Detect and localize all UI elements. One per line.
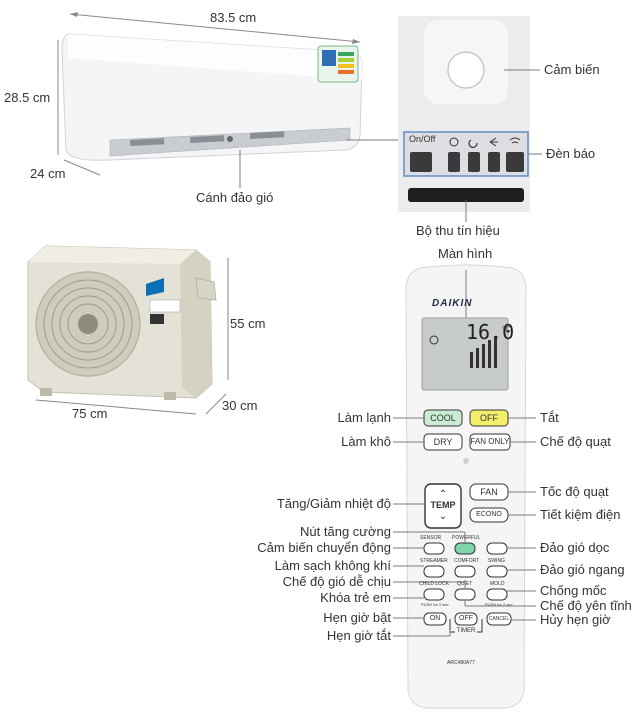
panel-onoff-text: On/Off bbox=[409, 134, 436, 144]
temp-button-frame bbox=[424, 483, 462, 529]
comfort-button[interactable] bbox=[455, 566, 475, 577]
powerful-btn-caption: POWERFUL bbox=[452, 535, 481, 541]
motion-sensor-label: Cảm biến chuyển động bbox=[257, 540, 391, 555]
temp-label: Tăng/Giảm nhiệt độ bbox=[276, 496, 391, 511]
comfort-label: Chế độ gió dễ chịu bbox=[282, 574, 391, 589]
cool-label: Làm lạnh bbox=[337, 410, 391, 425]
indoor-depth-label: 24 cm bbox=[30, 166, 66, 181]
remote-body bbox=[405, 264, 527, 709]
timer-on-label: Hẹn giờ bật bbox=[323, 610, 391, 625]
outdoor-depth-dim-line bbox=[205, 393, 227, 415]
fan-speed-label: Tốc độ quạt bbox=[540, 484, 609, 499]
mold-button[interactable] bbox=[487, 589, 507, 600]
temp-down-icon: ⌄ bbox=[438, 511, 448, 522]
quiet-button[interactable] bbox=[455, 589, 475, 600]
mold-label: Chống mốc bbox=[540, 583, 607, 598]
timer-off-button[interactable]: OFF bbox=[459, 615, 473, 622]
mold-btn-caption: MOLD bbox=[490, 581, 505, 587]
timer-off-label: Hẹn giờ tắt bbox=[326, 628, 391, 643]
streamer-btn-caption: STREAMER bbox=[420, 558, 448, 564]
fan-button[interactable]: FAN bbox=[480, 487, 498, 497]
outdoor-depth-label: 30 cm bbox=[222, 398, 258, 413]
outdoor-height-label: 55 cm bbox=[230, 316, 266, 331]
streamer-button[interactable] bbox=[424, 566, 444, 577]
indoor-width-dim-line bbox=[69, 13, 361, 43]
receiver-window bbox=[408, 188, 524, 202]
sensor-btn-caption: SENSOR bbox=[420, 535, 442, 541]
outdoor-width-dim-line bbox=[35, 399, 197, 415]
temp-up-icon: ⌃ bbox=[438, 489, 448, 500]
sensor-panel bbox=[398, 16, 542, 222]
child-lock-btn-caption: CHILD LOCK bbox=[419, 581, 450, 587]
push-2sec-caption-b: PUSH for 2 sec bbox=[485, 602, 513, 607]
remote-model: ARC480A77 bbox=[447, 660, 475, 666]
receiver-label: Bộ thu tín hiệu bbox=[416, 223, 500, 238]
air-clean-label: Làm sạch không khí bbox=[274, 558, 391, 573]
vertical-swing-button[interactable] bbox=[487, 543, 507, 554]
dry-label: Làm khô bbox=[341, 434, 391, 449]
quiet-label: Chế độ yên tĩnh bbox=[540, 598, 632, 613]
off-label: Tắt bbox=[540, 410, 559, 425]
outdoor-unit bbox=[27, 245, 229, 415]
timer-cancel-button[interactable]: CANCEL bbox=[488, 616, 510, 622]
indoor-height-label: 28.5 cm bbox=[4, 90, 51, 105]
remote-screen bbox=[421, 317, 509, 391]
sensor-label: Cảm biến bbox=[544, 62, 600, 77]
fan-only-button[interactable]: FAN ONLY bbox=[470, 437, 510, 446]
louver-label: Cánh đảo gió bbox=[196, 190, 274, 205]
horizontal-swing-button[interactable] bbox=[487, 566, 507, 577]
child-lock-button[interactable] bbox=[424, 589, 444, 600]
econo-button[interactable]: ECONO bbox=[476, 511, 502, 518]
powerful-label: Nút tăng cường bbox=[300, 524, 391, 539]
cool-button[interactable]: COOL bbox=[430, 413, 456, 423]
off-button[interactable]: OFF bbox=[480, 413, 498, 423]
timer-cancel-label: Hủy hẹn giờ bbox=[540, 612, 611, 627]
temp-button[interactable]: TEMP bbox=[430, 500, 456, 510]
horizontal-swing-label: Đảo gió ngang bbox=[540, 562, 625, 577]
indicator-label: Đèn báo bbox=[546, 146, 596, 161]
timer-caption: TIMER bbox=[455, 627, 477, 635]
remote-display-unit: °C bbox=[502, 325, 511, 334]
fan-only-label: Chế độ quạt bbox=[540, 434, 611, 449]
econo-label: Tiết kiệm điện bbox=[540, 507, 621, 522]
remote-display-temp: 16.0 bbox=[466, 320, 515, 344]
push-2sec-caption-a: PUSH for 2 sec bbox=[421, 602, 449, 607]
screen-label: Màn hình bbox=[438, 246, 493, 261]
vertical-swing-label: Đảo gió dọc bbox=[540, 540, 610, 555]
quiet-btn-caption: QUIET bbox=[457, 581, 473, 587]
sensor-eye bbox=[447, 51, 485, 89]
comfort-btn-caption: COMFORT bbox=[454, 558, 480, 564]
timer-on-button[interactable]: ON bbox=[429, 615, 441, 622]
outdoor-width-label: 75 cm bbox=[72, 406, 108, 421]
sensor-button[interactable] bbox=[424, 543, 444, 554]
swing-btn-caption: SWING bbox=[488, 558, 505, 564]
child-lock-label: Khóa trẻ em bbox=[320, 590, 391, 605]
indoor-unit bbox=[57, 12, 405, 188]
indoor-width-label: 83.5 cm bbox=[210, 10, 257, 25]
powerful-button[interactable] bbox=[455, 543, 475, 554]
dry-button[interactable]: DRY bbox=[433, 437, 453, 447]
indoor-depth-dim-line bbox=[63, 159, 101, 176]
remote-brand: DAIKIN bbox=[432, 298, 473, 309]
remote-leader-lines bbox=[393, 270, 536, 637]
